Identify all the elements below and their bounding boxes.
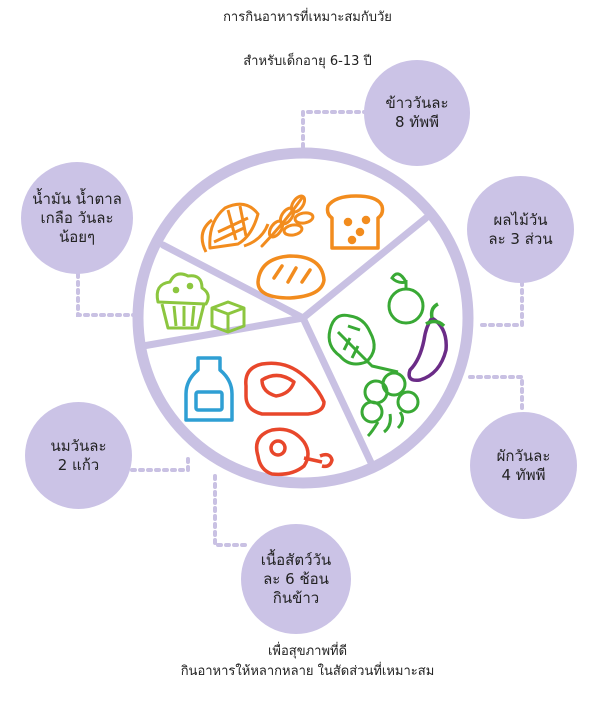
bubble-fruit-line2: ละ 3 ส่วน [488,229,553,248]
connector-meat [213,474,247,547]
bubble-oil-line2: เกลือ วันละ [40,208,114,227]
bubble-oil-sugar-salt: น้ำมัน น้ำตาล เกลือ วันละ น้อยๆ [21,162,133,274]
bubble-rice-line1: ข้าววันละ [385,94,449,112]
bubble-fruit-line1: ผลไม้วัน [493,210,548,229]
wheat-icon [260,194,315,248]
bubble-vegetables: ผักวันละ 4 ทัพพี [470,412,577,519]
bread-slice-icon [325,194,385,250]
corn-icon [200,202,270,253]
bubble-meat-line2: ละ 6 ช้อน [263,569,329,588]
ham-leg-icon [254,427,334,477]
divider-fruit-meat [299,314,378,473]
footer-line-2: กินอาหารให้หลากหลาย ในสัดส่วนที่เหมาะสม [180,664,435,679]
bubble-oil-line3: น้อยๆ [58,227,96,246]
bubble-rice-line2: 8 ทัพพี [395,113,439,131]
milk-bottle-icon [184,356,234,422]
bubble-veg-line1: ผักวันละ [496,446,551,465]
connector-milk [130,456,190,472]
divider-grain-oil [159,241,307,322]
plate-dividers [139,214,430,473]
divider-grain-fruit [299,214,430,322]
divider-oil-milk [139,314,307,350]
bubble-meat: เนื้อสัตว์วัน ละ 6 ช้อน กินข้าว [241,524,351,634]
connector-lines [76,110,524,547]
connector-oil [76,272,138,317]
bubble-veg-line2: 4 ทัพพี [501,465,546,484]
cupcake-icon [155,272,210,330]
eggplant-icon [407,302,448,383]
bubble-milk-line2: 2 แก้ว [57,455,100,474]
page-title: การกินอาหารที่เหมาะสมกับวัย [223,10,392,25]
broccoli-icon [360,371,420,438]
apple-icon [387,272,425,325]
lettuce-icon [327,313,399,374]
steak-icon [244,361,326,416]
page-subtitle: สำหรับเด็กอายุ 6-13 ปี [243,54,372,69]
connector-rice [301,110,368,157]
bubble-milk-line1: นมวันละ [50,436,107,455]
bubble-rice: ข้าววันละ 8 ทัพพี [364,60,470,166]
sugar-cube-icon [210,300,246,334]
bubble-fruit: ผลไม้วัน ละ 3 ส่วน [467,176,574,283]
bubble-meat-line1: เนื้อสัตว์วัน [260,550,332,569]
bread-loaf-icon [256,254,326,300]
bubble-meat-line3: กินข้าว [272,588,320,607]
bubble-milk: นมวันละ 2 แก้ว [25,402,132,509]
footer-line-1: เพื่อสุขภาพที่ดี [267,644,348,659]
bubble-oil-line1: น้ำมัน น้ำตาล [32,189,122,208]
connector-fruit [480,280,524,327]
connector-veg [468,375,524,414]
